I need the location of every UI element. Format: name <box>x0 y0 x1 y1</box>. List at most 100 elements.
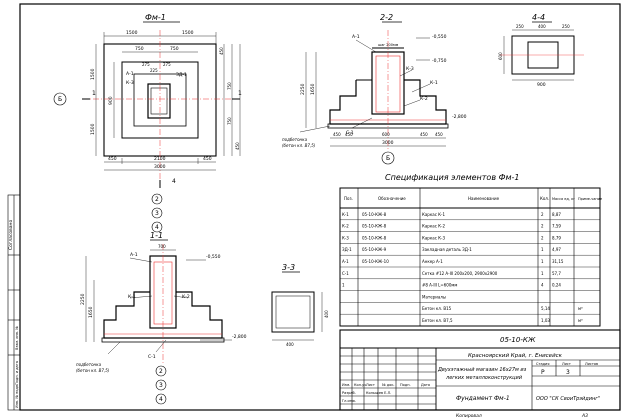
plan-bot-dim-3: 450 <box>203 156 212 162</box>
stamp-stage-h: Стадия <box>536 362 549 366</box>
s11-lvl-bot: -2,800 <box>232 334 247 340</box>
s22-total: 3000 <box>382 140 394 146</box>
plan-cut-1b: 1 <box>238 90 242 97</box>
s22-left-v2: 1650 <box>310 83 316 95</box>
spec-cell: 4 <box>541 283 544 288</box>
s11-a1: А-1 <box>130 252 138 258</box>
section-1-1 <box>85 239 232 365</box>
spec-h-name: Наименование <box>468 196 500 201</box>
s22-note-1: подбетонка <box>282 137 308 142</box>
section-2-2 <box>299 21 449 165</box>
s22-title: 2-2 <box>380 13 393 22</box>
spec-cell: К-2 <box>342 224 349 229</box>
s11-title: 1-1 <box>150 231 163 240</box>
bubble-2: 2 <box>155 196 159 203</box>
s22-k3: К-3 <box>406 66 414 72</box>
spec-cell: С-1 <box>342 271 349 276</box>
s44-dim-1: 250 <box>516 24 524 29</box>
plan-mid-left-dim: 900 <box>108 96 114 105</box>
spec-cell: 2 <box>541 224 544 229</box>
spec-cell: 8,79 <box>552 235 561 240</box>
s33-bottom: 400 <box>286 342 294 347</box>
stamp-role: Разраб. <box>342 391 356 395</box>
plan-dim-275a: 275 <box>142 62 150 67</box>
spec-cell: 05-10-КЖ-8 <box>362 235 387 240</box>
spec-cell: 57,7 <box>552 271 561 276</box>
spec-cell: Каркас К-2 <box>422 224 445 229</box>
spec-cell: Бетон кл. В7,5 <box>422 318 453 323</box>
spec-cell: 05-10-КЖ-8 <box>362 212 387 217</box>
spec-title: Спецификация элементов Фм-1 <box>385 173 519 182</box>
plan-label-a1: А-1 <box>126 71 134 77</box>
plan-right-dim-3: 750 <box>227 117 232 125</box>
stamp-header-cell: Изм. <box>342 383 350 387</box>
stamp-code: 05-10-КЖ <box>500 336 536 344</box>
s22-dim-1: 450 <box>333 132 341 137</box>
s22-axis: Б <box>386 155 390 162</box>
s22-dim-2: 450 <box>345 132 353 137</box>
s22-dim-5: 450 <box>435 132 443 137</box>
plan-right-dim-2: 750 <box>227 82 232 90</box>
stamp-role: Гл.инж. <box>342 399 356 403</box>
spec-cell: #8 А-III L=600мм <box>422 283 457 288</box>
stamp-header-cell: Дата <box>421 383 430 387</box>
title-block <box>339 329 621 411</box>
side-label-sign: Подп. и дата <box>15 361 19 385</box>
spec-cell: 4,97 <box>552 247 561 252</box>
bubble-4: 4 <box>155 224 159 231</box>
s22-note-2: (бетон кл. В7,5) <box>282 143 316 148</box>
plan-left-dim-2: 1500 <box>90 123 96 135</box>
stamp-location: Красноярский Край, г. Енисейск <box>468 353 563 359</box>
stamp-sheets-h: Листов <box>585 362 598 366</box>
s22-lvl-mid: -0,750 <box>432 58 447 64</box>
s11-note-2: (бетон кл. В7,5) <box>76 368 110 373</box>
stamp-header-cell: № док. <box>382 383 395 387</box>
s22-lvl-bot: -2,800 <box>452 114 467 120</box>
s11-top-dim: 700 <box>158 244 166 249</box>
plan-cut-1: 1 <box>92 90 96 97</box>
spec-cell: Бетон кл. В15 <box>422 306 452 311</box>
stamp-person: Колышев Е.Л. <box>366 391 391 395</box>
stamp-copied: Копировал <box>456 413 482 419</box>
spec-cell: 1 <box>541 259 544 264</box>
s11-note-1: подбетонка <box>76 362 102 367</box>
stamp-object-2: легких металлоконструкций <box>445 375 523 381</box>
spec-cell: ЗД-1 <box>342 247 352 252</box>
stamp-stage: Р <box>541 369 545 376</box>
stamp-sheet: 3 <box>566 369 570 376</box>
plan-dim-275b: 275 <box>163 62 171 67</box>
spec-cell: 1,03 <box>541 318 550 323</box>
spec-cell: А-1 <box>342 259 349 264</box>
plan-right-dim-4: 450 <box>235 142 240 150</box>
section-4-4 <box>500 21 584 81</box>
s11-c1: С-1 <box>148 354 156 360</box>
spec-cell: м³ <box>578 306 583 311</box>
stamp-object-1: Двухэтажный магазин 16х27м из <box>437 367 527 373</box>
s22-dim-3: 600 <box>382 132 390 137</box>
s33-right: 400 <box>324 310 329 318</box>
plan-top-dim-1: 1500 <box>126 30 138 36</box>
spec-cell: 0,24 <box>552 283 561 288</box>
s22-k1: К-1 <box>430 80 438 86</box>
bubble-3: 3 <box>155 210 159 217</box>
spec-h-note: Приме-чание <box>578 197 602 201</box>
plan-inner-dim-1: 750 <box>135 46 144 52</box>
plan-bot-dim-1: 450 <box>108 156 117 162</box>
side-label-inv: Инв. № подл. <box>15 384 19 408</box>
s11-k1: К-1 <box>128 294 136 300</box>
plan-label-k3: К-3 <box>126 80 134 86</box>
plan-fm1: Фм-1 <box>53 13 241 188</box>
spec-cell: 05-10-КЖ-10 <box>362 259 389 264</box>
stamp-header-cell: Лист <box>366 383 375 387</box>
plan-axis-label: Б <box>58 96 62 103</box>
section-3-3 <box>271 271 323 341</box>
spec-table <box>339 187 601 327</box>
plan-right-dim-1: 450 <box>219 47 224 55</box>
spec-cell: Материалы <box>422 294 446 299</box>
spec-cell: 7,59 <box>552 224 561 229</box>
s11-lvl-top: -0,550 <box>206 254 221 260</box>
s11-bubbles <box>155 365 167 405</box>
s44-dim-2: 400 <box>538 24 546 29</box>
